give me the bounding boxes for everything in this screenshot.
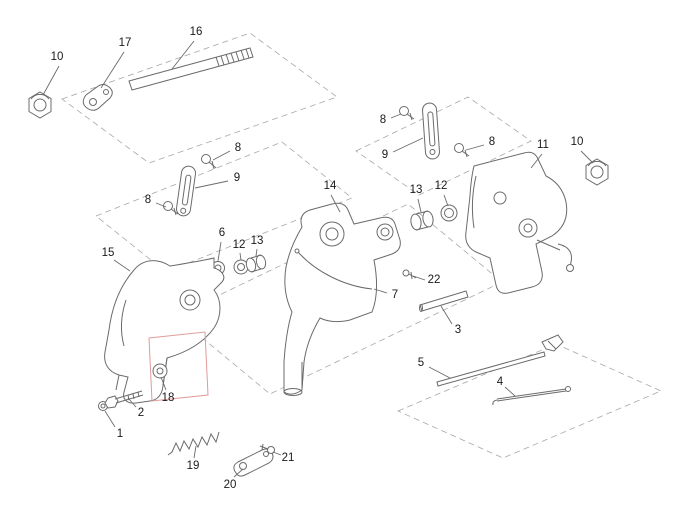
callout-label: 6: [219, 227, 225, 239]
part-18-boss: [152, 363, 168, 379]
callout-label: 11: [537, 139, 549, 151]
callout-label: 17: [119, 37, 132, 49]
callout-label: 1: [117, 428, 123, 440]
leader-line: [530, 153, 543, 169]
callout-label: 5: [418, 357, 424, 369]
callout-label: 8: [489, 136, 495, 148]
leader-line: [392, 137, 424, 153]
leader-line: [390, 113, 402, 119]
callout-label: 22: [428, 274, 441, 286]
part-13-bushing-right: [410, 210, 434, 231]
callout-label: 19: [187, 460, 200, 472]
part-8-screw-d: [454, 143, 470, 158]
leader-line: [330, 194, 341, 213]
part-22-screw: [402, 269, 417, 280]
callout-label: 8: [380, 114, 386, 126]
part-15-bracket-left: [104, 257, 225, 404]
callout-label: 4: [497, 376, 504, 388]
callout-label: 10: [51, 51, 64, 63]
callout-label: 2: [138, 407, 144, 419]
callout-label: 20: [224, 479, 237, 491]
part-4-rod: [492, 386, 571, 406]
callout-label: 12: [435, 180, 448, 192]
leader-line: [193, 445, 197, 459]
part-12-ring-left: [233, 259, 249, 275]
leader-line: [580, 150, 594, 164]
leader-line: [465, 144, 485, 151]
part-18-highlight-box: [148, 331, 209, 402]
leader-line: [373, 288, 388, 294]
part-12-ring-right: [440, 204, 458, 222]
part-16-tilt-rod: [128, 47, 254, 91]
leader-line: [440, 305, 453, 325]
leader-line: [504, 386, 516, 397]
leader-line: [113, 259, 131, 272]
callout-label: 13: [251, 235, 264, 247]
leader-line: [194, 180, 229, 189]
leader-line: [412, 275, 426, 281]
part-2-bolt: [104, 390, 144, 409]
callout-label: 8: [235, 142, 241, 154]
part-9-link-left: [175, 165, 197, 217]
callout-label: 12: [233, 239, 246, 251]
callout-label: 10: [571, 136, 584, 148]
part-8-screw-b: [163, 201, 179, 216]
part-8-screw-a: [201, 154, 217, 170]
part-8-screw-c: [399, 106, 415, 121]
leader-line: [160, 376, 167, 391]
callout-label: 15: [102, 247, 115, 259]
leader-line: [239, 252, 242, 261]
callout-label: 8: [145, 194, 151, 206]
leader-line: [272, 451, 282, 456]
part-7-wire: [294, 248, 373, 290]
leader-lines: [42, 40, 594, 478]
leader-line: [417, 198, 422, 213]
leader-line: [42, 65, 60, 96]
leader-line: [255, 248, 258, 257]
callout-label: 18: [162, 392, 175, 404]
leader-line: [100, 51, 125, 89]
part-14-swivel-bracket: [283, 202, 401, 396]
callout-label: 14: [324, 180, 337, 192]
part-5-rod: [436, 334, 564, 387]
callout-label: 9: [234, 172, 240, 184]
leader-line: [212, 150, 231, 161]
part-10-nut-right: [585, 158, 609, 186]
part-3-pin: [419, 290, 469, 312]
part-19-spring: [167, 431, 220, 456]
callout-label: 13: [410, 184, 423, 196]
leader-line: [127, 397, 137, 408]
leader-line: [428, 366, 451, 379]
part-10-nut-left: [28, 91, 52, 119]
callout-label: 3: [455, 324, 461, 336]
callout-label: 9: [382, 149, 388, 161]
leader-line: [171, 40, 195, 70]
leader-line: [443, 194, 449, 207]
callout-label: 21: [282, 452, 295, 464]
leader-line: [104, 410, 116, 428]
part-11-bracket-right: [465, 151, 574, 294]
part-9-link-right: [422, 102, 440, 160]
callout-label: 7: [392, 289, 398, 301]
leader-line: [217, 241, 222, 262]
leader-line: [233, 468, 244, 478]
part-13-bushing-left: [245, 254, 267, 273]
leader-line: [155, 202, 167, 208]
callout-label: 16: [190, 26, 203, 38]
part-17-link: [82, 84, 113, 111]
part-21-screw: [259, 443, 275, 454]
